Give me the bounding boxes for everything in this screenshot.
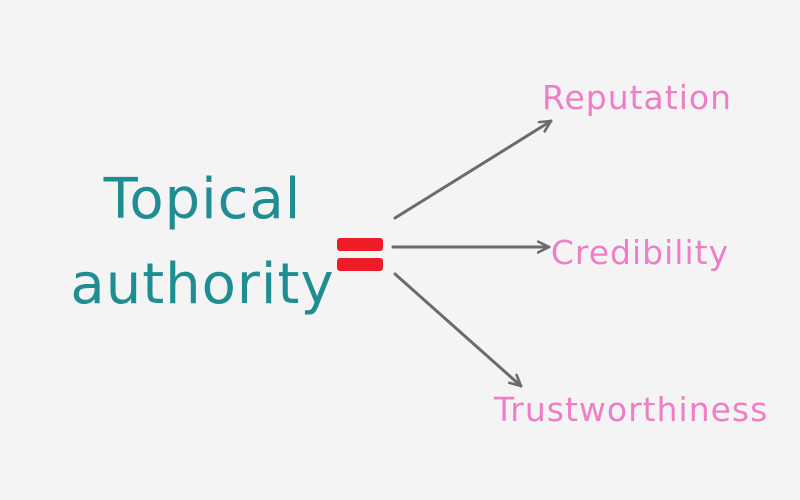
main-concept-label: Topical authority [35,157,370,327]
equals-bottom-bar [337,258,383,271]
main-concept-line1: Topical [103,167,302,232]
main-concept-line2: authority [70,252,335,318]
arrow-to-trustworthiness [393,272,523,388]
equals-icon [337,238,383,271]
label-trustworthiness: Trustworthiness [494,390,769,429]
equals-top-bar [337,238,383,251]
label-reputation: Reputation [542,78,732,117]
arrow-to-reputation [393,119,553,220]
label-credibility: Credibility [550,233,730,272]
